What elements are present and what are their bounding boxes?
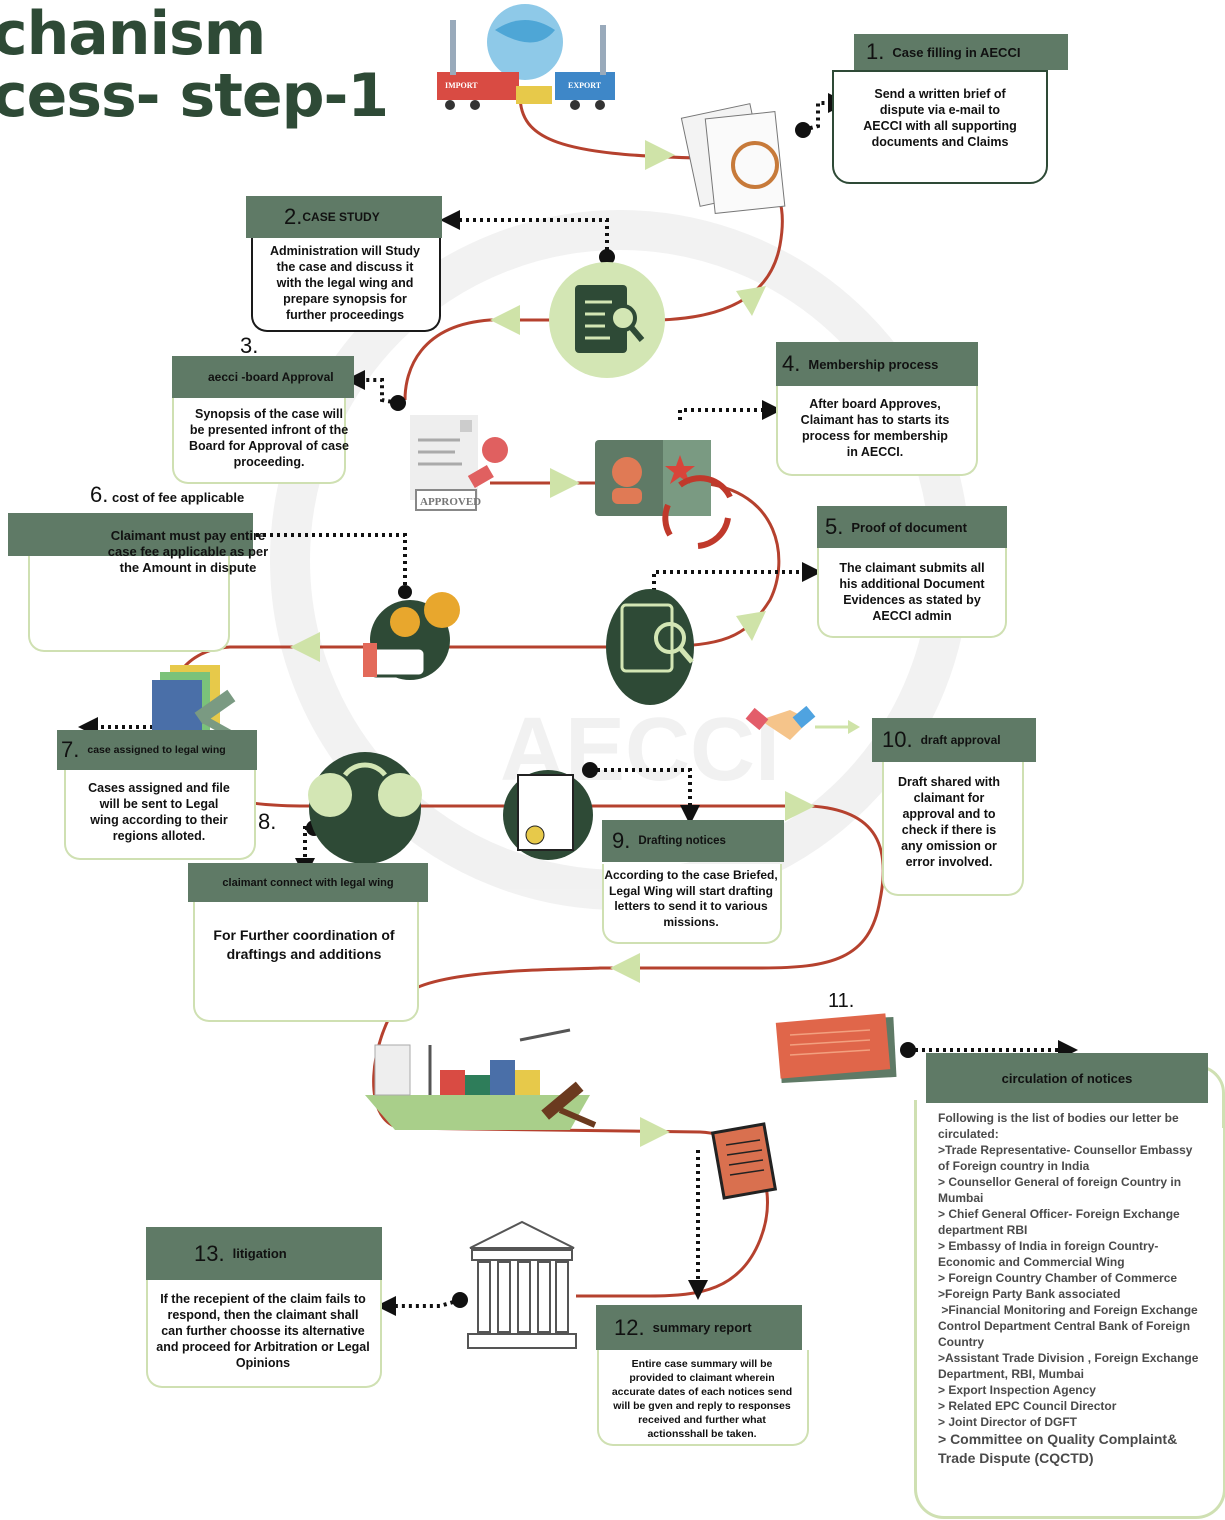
- step9-title: Drafting notices: [638, 835, 726, 847]
- step12-title: summary report: [652, 1320, 752, 1335]
- step5-card: [817, 548, 1007, 638]
- step4-title: Membership process: [808, 356, 939, 372]
- step13-header: 13. litigation: [146, 1227, 382, 1280]
- step1-number: 1.: [866, 39, 885, 64]
- membership-card-icon: [595, 440, 733, 549]
- step13-number: 13.: [194, 1240, 225, 1266]
- list-item-last: > Committee on Quality Complaint& Trade …: [938, 1431, 1178, 1466]
- path-direction-arrows: [290, 140, 815, 1147]
- step3-title: aecci -board Approval: [208, 370, 334, 384]
- step1-body: Send a written brief of dispute via e-ma…: [863, 87, 1017, 149]
- list-item: > Export Inspection Agency: [938, 1383, 1096, 1397]
- step13-title: litigation: [232, 1246, 287, 1261]
- step6-card: [28, 556, 230, 652]
- handshake-icon: [745, 705, 860, 740]
- step4-number: 4.: [782, 351, 801, 376]
- page-title-line2: cess- step-1: [0, 61, 389, 131]
- step2-title: CASE STUDY: [302, 210, 380, 224]
- step11-card: [914, 1100, 1225, 1519]
- import-export-globe-icon: [437, 4, 615, 110]
- list-item: > Related EPC Council Director: [938, 1399, 1117, 1413]
- step2-card: [251, 236, 441, 332]
- list-item: > Chief General Officer- Foreign Exchang…: [938, 1207, 1180, 1237]
- step6-label: 6. cost of fee applicable: [90, 482, 244, 508]
- step3-card: [172, 398, 346, 484]
- court-building-icon: [467, 1220, 577, 1349]
- list-item: >Financial Monitoring and Foreign Exchan…: [938, 1303, 1202, 1349]
- case-study-icon: [549, 262, 665, 378]
- export-label: EXPORT: [568, 81, 602, 90]
- step9-card: [602, 864, 782, 944]
- step10-title: draft approval: [920, 733, 1001, 747]
- step2-body: Administration will Study the case and d…: [269, 244, 420, 322]
- step5-body: The claimant submits all his additional …: [839, 561, 985, 623]
- clipboard-icon: [710, 1122, 778, 1200]
- list-item: > Joint Director of DGFT: [938, 1415, 1078, 1429]
- step7-header: 7. case assigned to legal wing: [57, 730, 257, 770]
- step6-title: cost of fee applicable: [111, 490, 245, 505]
- step11-list: Following is the list of bodies our lett…: [938, 1110, 1200, 1468]
- step2-header: 2. CASE STUDY: [246, 196, 442, 238]
- step3-body: Synopsis of the case will be presented i…: [189, 407, 349, 469]
- list-item: >Trade Representative- Counsellor Embass…: [938, 1143, 1193, 1173]
- step9-header: 9. Drafting notices: [602, 820, 784, 862]
- step11-title: circulation of notices: [1001, 1070, 1133, 1086]
- step7-card: [64, 770, 256, 860]
- list-item: > Foreign Country Chamber of Commerce: [938, 1271, 1178, 1285]
- list-item: >Assistant Trade Division , Foreign Exch…: [938, 1351, 1199, 1381]
- step9-body: According to the case Briefed, Legal Win…: [604, 868, 778, 929]
- step12-number: 12.: [614, 1314, 645, 1340]
- step5-number: 5.: [825, 514, 844, 539]
- approved-label: APPROVED: [420, 496, 481, 508]
- step3-number: 3.: [240, 333, 259, 358]
- step1-card: [832, 70, 1048, 184]
- step11-intro: Following is the list of bodies our lett…: [938, 1111, 1179, 1141]
- step11-header: circulation of notices: [926, 1053, 1208, 1103]
- step10-number: 10.: [882, 727, 913, 752]
- step12-header: 12. summary report: [596, 1305, 802, 1350]
- step7-title: case assigned to legal wing: [87, 744, 226, 756]
- step4-header: 4. Membership process: [776, 342, 978, 386]
- legal-wing-icon: [308, 752, 422, 864]
- step1-header: 1. Case filling in AECCI: [854, 34, 1068, 70]
- approved-stamp-icon: [410, 415, 508, 511]
- step5-title: Proof of document: [851, 519, 967, 535]
- cargo-ship-icon: [365, 1028, 597, 1130]
- step6-header: [8, 513, 253, 556]
- fee-payment-icon: [363, 592, 460, 680]
- step2-number: 2.: [284, 204, 303, 229]
- notices-paper-icon: [775, 1013, 897, 1083]
- step9-number: 9.: [612, 828, 631, 853]
- documents-icon: [680, 103, 786, 214]
- step12-card: [597, 1350, 809, 1446]
- step10-body: Draft shared with claimant for approval …: [897, 775, 1001, 869]
- step7-number: 7.: [61, 737, 80, 762]
- step12-body: Entire case summary will be provided to …: [611, 1358, 793, 1440]
- step4-card: [776, 386, 978, 476]
- step6-body: Claimant must pay entire case fee applic…: [107, 528, 269, 575]
- step1-title: Case filling in AECCI: [892, 44, 1021, 60]
- step8-number: 8.: [258, 809, 277, 834]
- page-title-line1: chanism: [0, 0, 266, 69]
- step11-number: 11.: [828, 990, 855, 1012]
- step13-body: If the recepient of the claim fails to r…: [156, 1292, 370, 1370]
- step10-card: [882, 762, 1024, 896]
- step7-body: Cases assigned and file will be sent to …: [88, 781, 230, 843]
- step8-body: For Further coordination of draftings an…: [213, 927, 395, 962]
- step3-header: aecci -board Approval: [172, 356, 354, 398]
- step10-header: 10. draft approval: [872, 718, 1036, 762]
- step8-title: claimant connect with legal wing: [222, 876, 394, 889]
- proof-document-icon: [606, 589, 694, 705]
- step13-card: [146, 1280, 382, 1388]
- list-item: >Foreign Party Bank associated: [938, 1287, 1121, 1301]
- step4-body: After board Approves, Claimant has to st…: [800, 397, 950, 459]
- list-item: > Embassy of India in foreign Country- E…: [938, 1239, 1159, 1269]
- list-item: > Counsellor General of foreign Country …: [938, 1175, 1182, 1205]
- step5-header: 5. Proof of document: [817, 506, 1007, 548]
- step6-number: 6.: [90, 482, 109, 507]
- step8-card: [193, 902, 419, 1022]
- drafting-notice-icon: [503, 770, 593, 860]
- step8-header: claimant connect with legal wing: [188, 863, 428, 902]
- import-label: IMPORT: [445, 81, 478, 90]
